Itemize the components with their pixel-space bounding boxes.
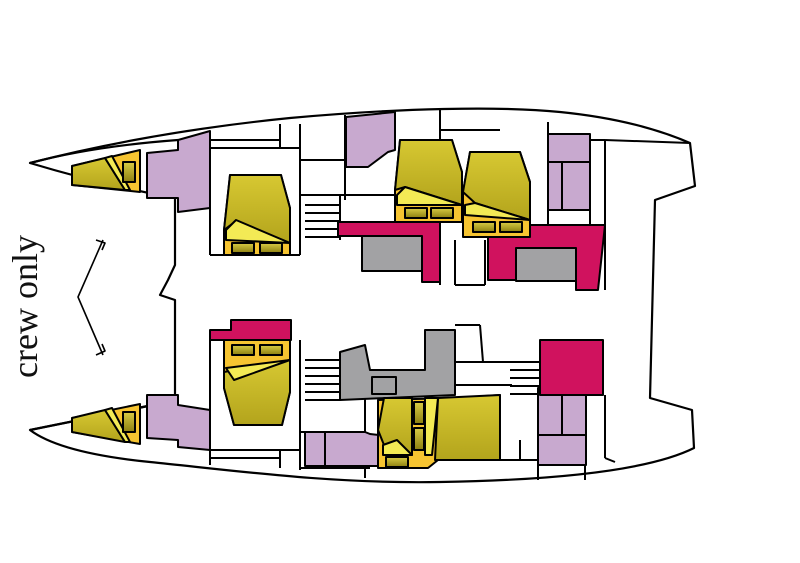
bed-cabin-top-fwd xyxy=(223,174,291,256)
bottom-hull-walls xyxy=(209,324,616,480)
bed-cabin-top-mid xyxy=(394,139,463,223)
beds xyxy=(71,139,531,469)
bed-bow-top xyxy=(71,149,141,193)
bed-cabin-bottom-fwd xyxy=(223,339,291,426)
heads xyxy=(146,111,591,467)
head-top-aft xyxy=(547,133,591,211)
counters xyxy=(339,235,577,401)
galley-bottom-fwd xyxy=(209,319,292,341)
crew-only-label: crew only xyxy=(5,235,45,378)
head-bottom-bow xyxy=(146,394,211,451)
galley-bottom-aft xyxy=(539,339,604,396)
head-top-bow xyxy=(146,130,211,213)
crew-only-bracket xyxy=(77,239,106,356)
bed-cabin-bottom-aft xyxy=(377,394,501,469)
head-top-mid xyxy=(345,111,396,168)
galley-top-aft xyxy=(487,224,606,291)
counter-top-aft xyxy=(515,247,577,282)
counter-top-mid xyxy=(361,235,423,272)
bed-cabin-top-aft xyxy=(462,151,531,238)
galley-units xyxy=(209,221,606,396)
counter-bottom-galley xyxy=(339,329,456,401)
bed-bow-bottom xyxy=(71,403,141,445)
